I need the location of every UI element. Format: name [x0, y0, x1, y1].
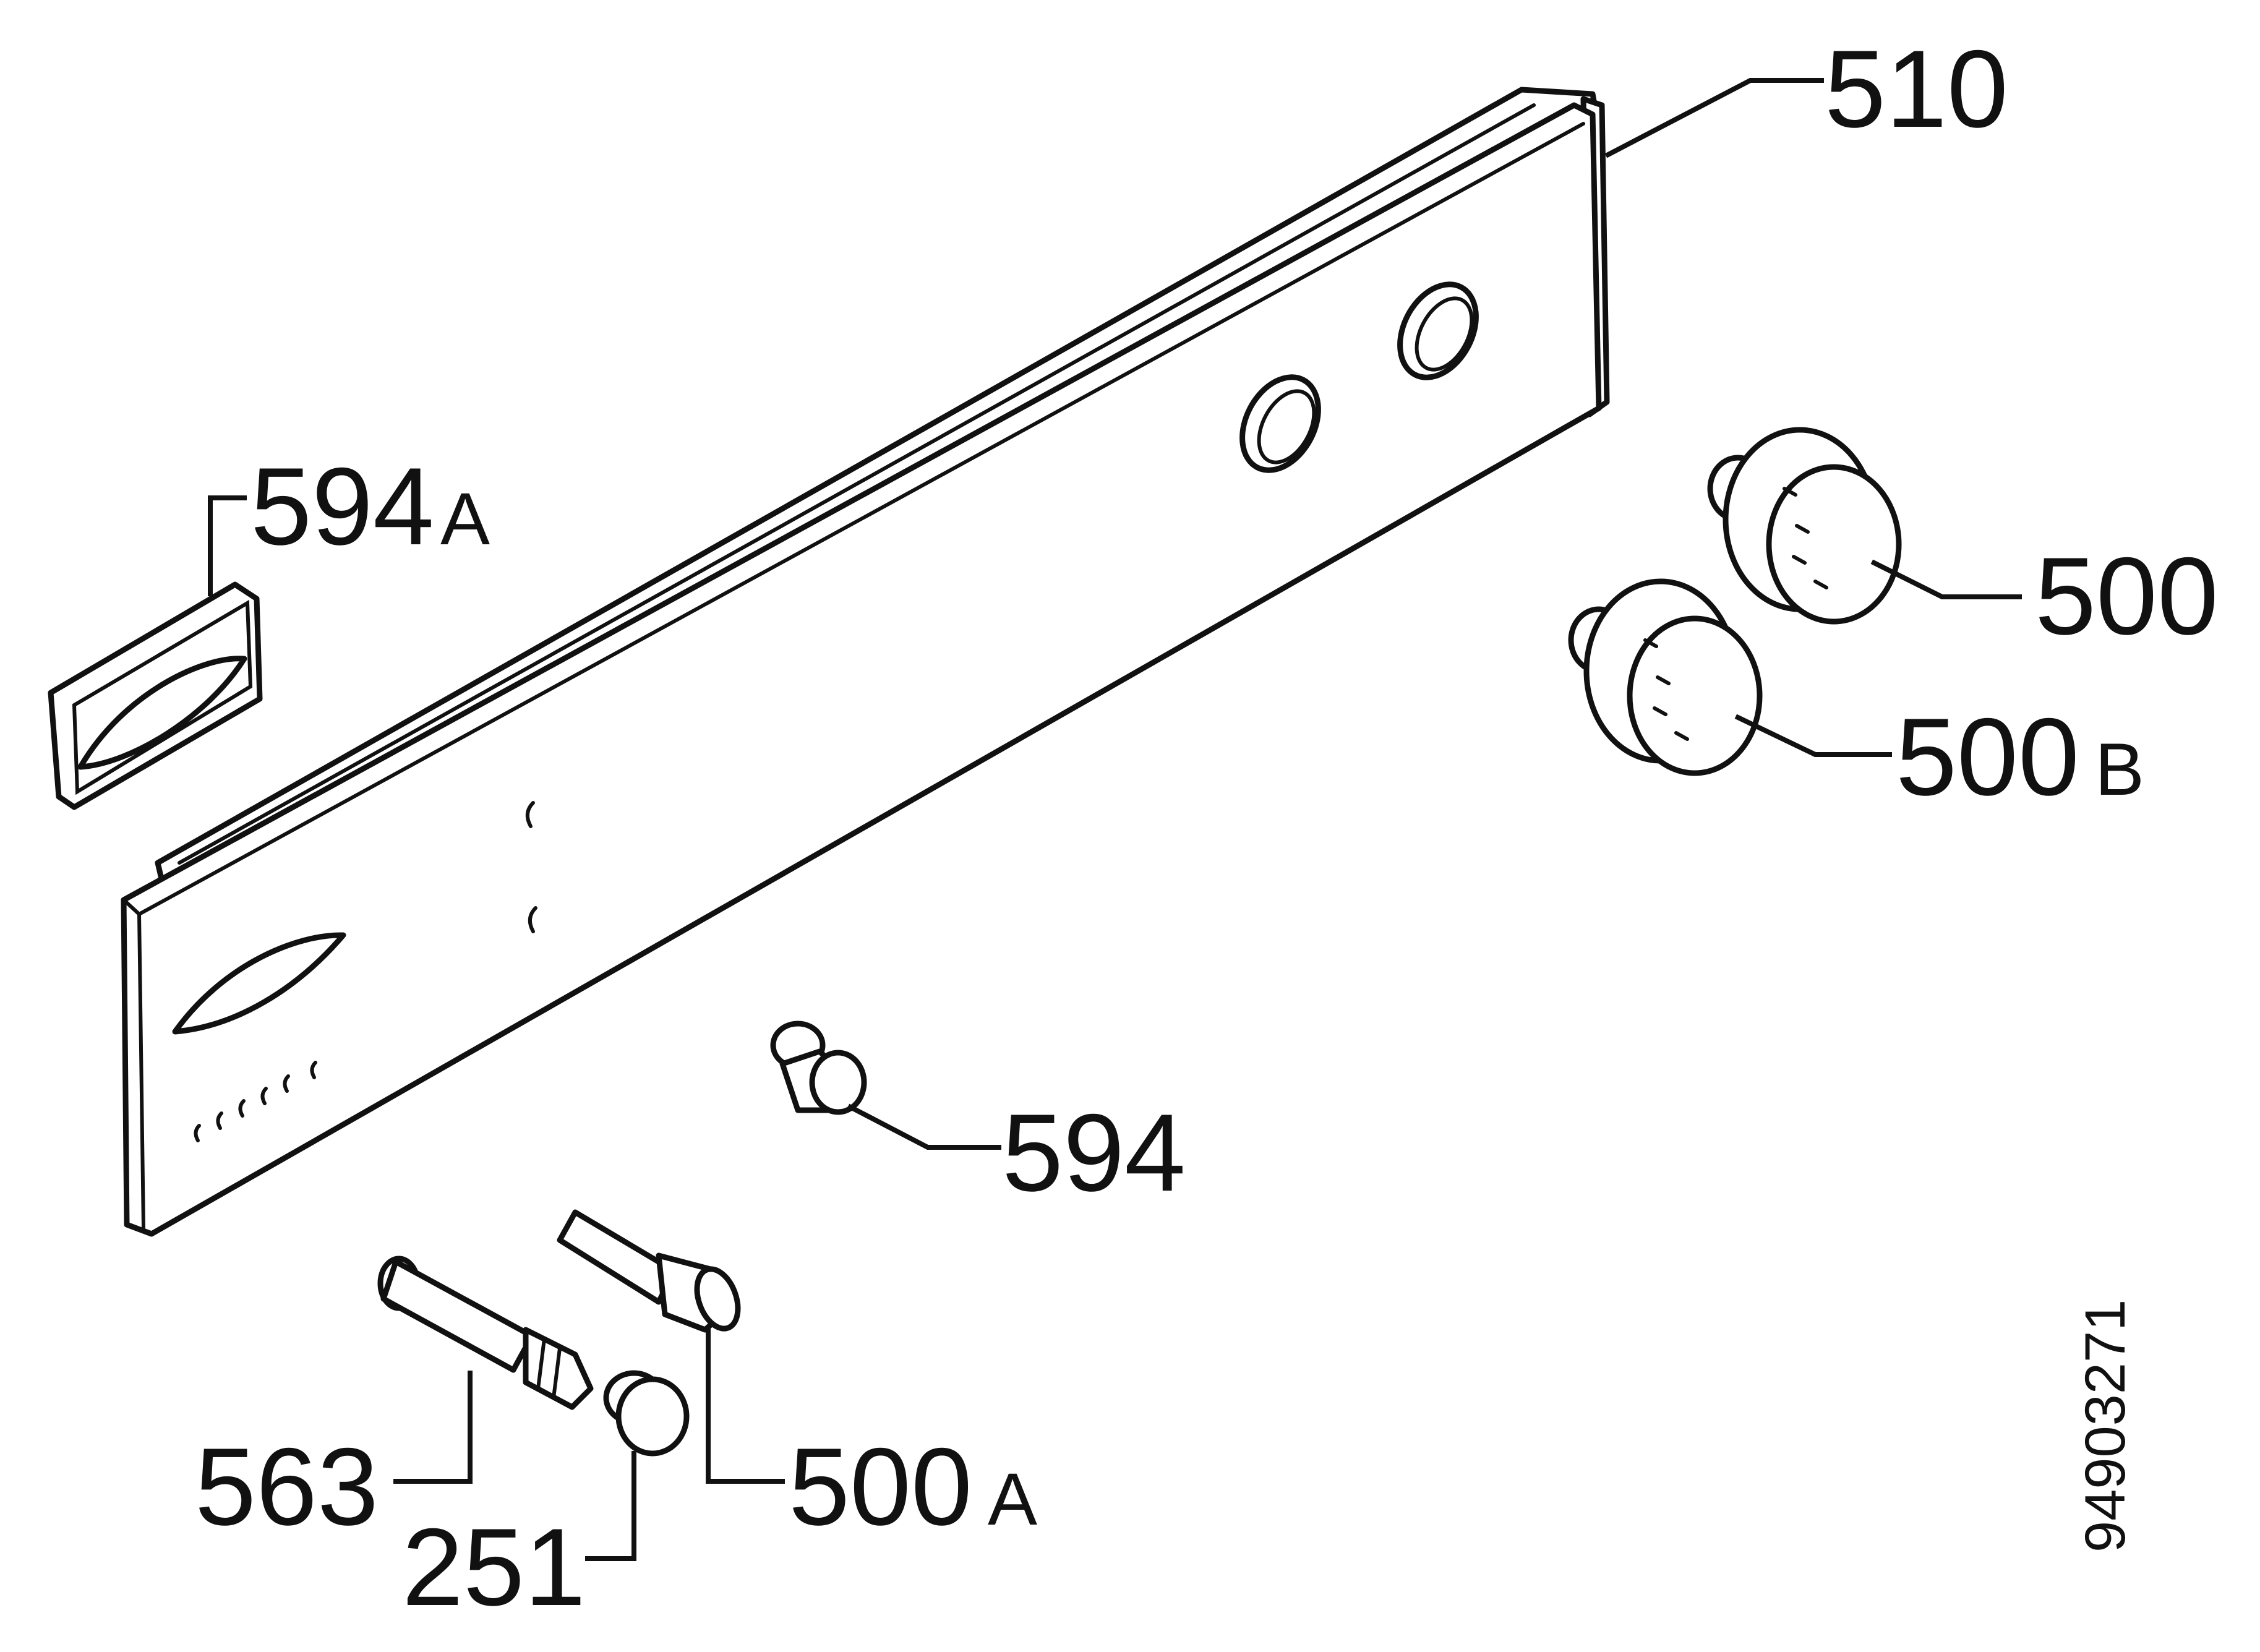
label-563: 563 [195, 1425, 379, 1548]
knob-500 [1707, 427, 1902, 625]
cap-251 [603, 1370, 690, 1457]
label-251: 251 [402, 1505, 586, 1628]
shaft-500A [557, 1209, 741, 1333]
label-510: 510 [1825, 27, 2008, 150]
label-500: 500 [2035, 534, 2219, 657]
shaft-extension-563 [377, 1256, 594, 1410]
display-cover-594A [48, 581, 263, 810]
label-594A: 594A [250, 445, 490, 568]
button-594 [770, 1021, 867, 1115]
indicator-marks [194, 801, 537, 1142]
label-594: 594 [1002, 1091, 1186, 1214]
document-number: 94903271 [2074, 1299, 2137, 1552]
knob-500B [1568, 578, 1763, 776]
control-panel-510 [121, 87, 1610, 1237]
leader-lines [208, 78, 2022, 1561]
